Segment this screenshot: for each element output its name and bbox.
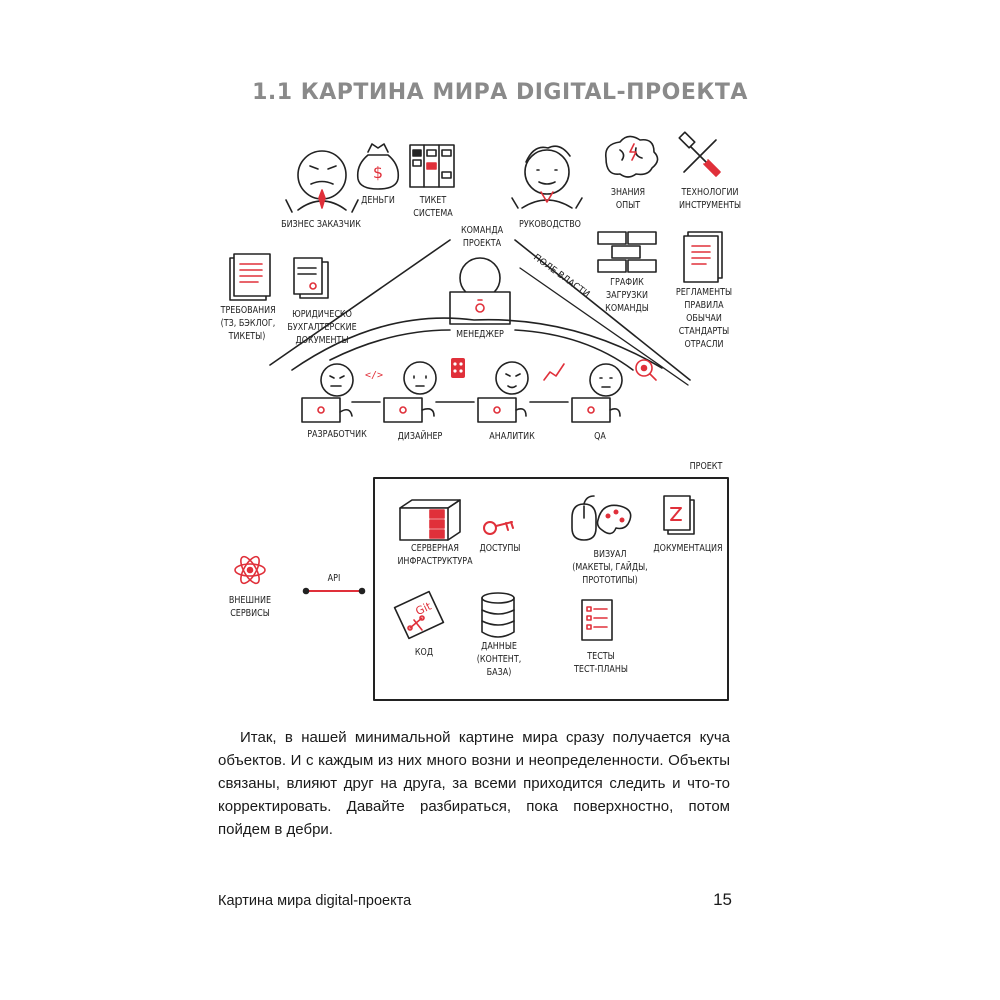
label-manager: МЕНЕДЖЕР <box>456 329 504 340</box>
label-legal-docs: ЮРИДИЧЕСКО БУХГАЛТЕРСКИЕ ДОКУМЕНТЫ <box>287 309 357 346</box>
database-icon <box>481 592 515 638</box>
code-git-icon <box>393 590 445 640</box>
ticket-board-icon <box>409 144 455 188</box>
label-requirements: ТРЕБОВАНИЯ (ТЗ, БЭКЛОГ, ТИКЕТЫ) <box>220 305 276 342</box>
external-services-atom-icon <box>234 555 266 585</box>
money-symbol: $ <box>373 163 383 182</box>
git-glyph: Git <box>414 599 435 618</box>
page-number: 15 <box>713 890 732 909</box>
api-endpoint-right <box>358 587 366 595</box>
tools-icon <box>678 131 721 177</box>
label-documentation: ДОКУМЕНТАЦИЯ <box>653 543 723 554</box>
documentation-icon <box>663 495 695 535</box>
money-bag-icon <box>356 143 400 190</box>
power-field-label: ПОЛЕ ВЛАСТИ <box>531 253 591 300</box>
visual-mouse-icon <box>571 495 597 541</box>
analytics-chart-icon <box>543 363 565 381</box>
legal-documents-icon <box>293 257 329 299</box>
manager-figure <box>449 257 511 325</box>
management-figure <box>511 145 583 209</box>
body-paragraph: Итак, в нашей минимальной картине мира с… <box>218 726 730 841</box>
designer-figure <box>383 361 437 423</box>
running-footer-title: Картина мира digital-проекта <box>218 893 412 909</box>
label-access: ДОСТУПЫ <box>479 543 521 554</box>
label-project: ПРОЕКТ <box>689 461 723 472</box>
label-management: РУКОВОДСТВО <box>519 219 581 230</box>
label-visual: ВИЗУАЛ (МАКЕТЫ, ГАЙДЫ, ПРОТОТИПЫ) <box>572 549 648 586</box>
label-api: API <box>327 573 341 584</box>
project-frame <box>373 477 729 701</box>
label-qa: QA <box>594 431 606 442</box>
code-glyph: </> <box>365 370 383 381</box>
label-money: ДЕНЬГИ <box>361 195 395 206</box>
label-ticket-system: ТИКЕТ СИСТЕМА <box>413 195 453 219</box>
label-external-services: ВНЕШНИЕ СЕРВИСЫ <box>228 595 272 619</box>
label-knowledge: ЗНАНИЯ ОПЫТ <box>610 187 646 211</box>
schedule-bricks-icon <box>597 231 657 273</box>
requirements-document-icon <box>229 253 271 301</box>
api-endpoint-left <box>302 587 310 595</box>
visual-palette-icon <box>596 504 632 535</box>
tests-checklist-icon <box>581 599 613 641</box>
qa-figure <box>571 363 623 423</box>
body-paragraph-text: Итак, в нашей минимальной картине мира с… <box>218 729 730 838</box>
label-schedule: ГРАФИК ЗАГРУЗКИ КОМАНДЫ <box>605 277 649 314</box>
business-client-figure <box>285 150 359 213</box>
label-business-client: БИЗНЕС ЗАКАЗЧИК <box>281 219 361 230</box>
label-server: СЕРВЕРНАЯ ИНФРАСТРУКТУРА <box>397 543 473 567</box>
label-regulations: РЕГЛАМЕНТЫ ПРАВИЛА ОБЫЧАИ СТАНДАРТЫ ОТРА… <box>675 287 733 350</box>
server-infrastructure-icon <box>399 499 461 541</box>
label-developer: РАЗРАБОТЧИК <box>307 429 367 440</box>
designer-palette-icon <box>451 358 465 378</box>
label-designer: ДИЗАЙНЕР <box>397 431 443 442</box>
access-key-icon <box>483 521 514 535</box>
label-tests: ТЕСТЫ ТЕСТ-ПЛАНЫ <box>574 651 628 675</box>
brain-icon <box>604 135 659 178</box>
developer-figure <box>301 363 354 423</box>
label-code: КОД <box>414 647 434 658</box>
analyst-figure <box>477 361 529 423</box>
label-team: КОМАНДА ПРОЕКТА <box>460 225 504 249</box>
label-data: ДАННЫЕ (КОНТЕНТ, БАЗА) <box>476 641 522 678</box>
label-technologies: ТЕХНОЛОГИИ ИНСТРУМЕНТЫ <box>678 187 742 211</box>
regulations-document-icon <box>683 231 723 283</box>
label-analyst: АНАЛИТИК <box>489 431 535 442</box>
page-title: 1.1 КАРТИНА МИРА DIGITAL-ПРОЕКТА <box>252 80 748 105</box>
bug-search-icon <box>635 359 657 381</box>
